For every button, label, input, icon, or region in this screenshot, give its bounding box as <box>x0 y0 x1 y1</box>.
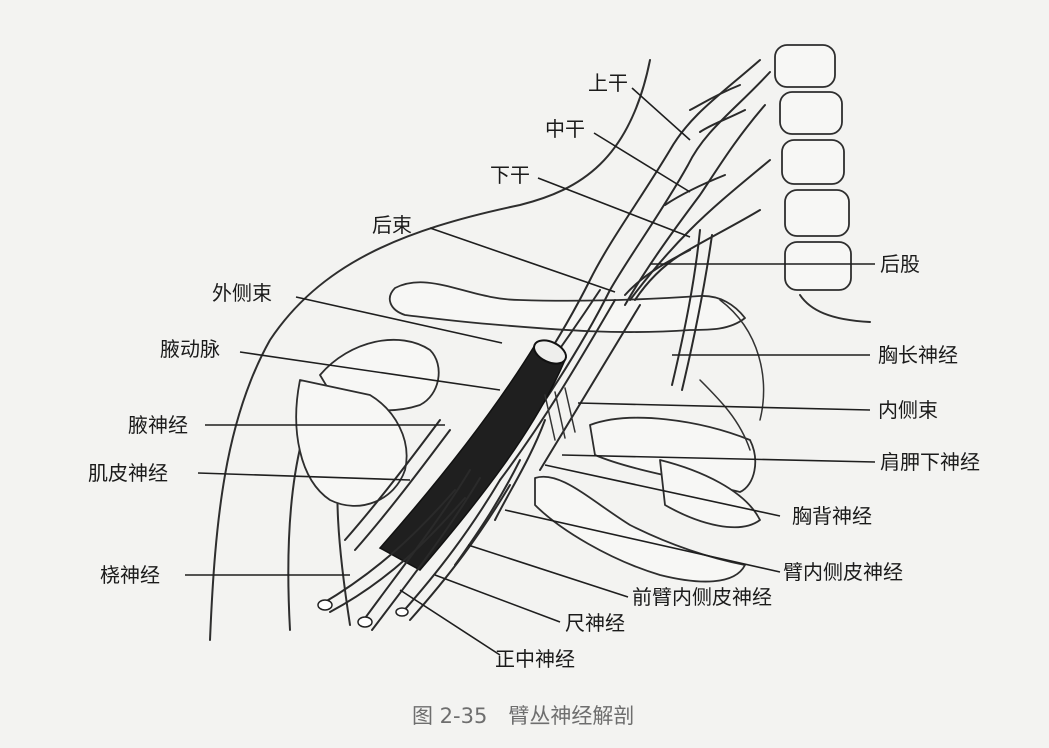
label-lateral-cord: 外侧束 <box>212 281 272 305</box>
leader-lines <box>185 87 876 656</box>
label-medial-cord: 内侧束 <box>878 398 938 422</box>
label-medial-antebrachial-cutaneous-nerve: 前臂内侧皮神经 <box>632 585 772 609</box>
label-ulnar-nerve: 尺神经 <box>565 611 625 635</box>
label-axillary-artery: 腋动脉 <box>160 337 220 361</box>
label-thoracodorsal-nerve: 胸背神经 <box>792 504 872 528</box>
label-axillary-nerve: 腋神经 <box>128 413 188 437</box>
bones <box>295 281 765 583</box>
label-middle-trunk: 中干 <box>545 117 585 141</box>
labels: 上干 中干 下干 后束 后股 外侧束 腋动脉 胸长神经 腋神经 内侧束 肌皮神经… <box>88 71 980 671</box>
label-subscapular-nerve: 肩胛下神经 <box>880 450 980 474</box>
label-medial-brachial-cutaneous-nerve: 臂内侧皮神经 <box>783 560 903 584</box>
label-upper-trunk: 上干 <box>588 71 628 95</box>
axillary-artery-shape <box>378 339 567 571</box>
label-long-thoracic-nerve: 胸长神经 <box>878 343 958 367</box>
label-median-nerve: 正中神经 <box>495 647 575 671</box>
label-radial-nerve: 桡神经 <box>100 563 160 587</box>
label-lower-trunk: 下干 <box>490 163 530 187</box>
figure-caption: 图 2-35 臂丛神经解剖 <box>412 704 634 728</box>
label-posterior-division: 后股 <box>880 252 920 276</box>
vertebral-column <box>774 44 871 323</box>
label-posterior-cord: 后束 <box>372 213 412 237</box>
label-musculocutaneous-nerve: 肌皮神经 <box>88 461 168 485</box>
